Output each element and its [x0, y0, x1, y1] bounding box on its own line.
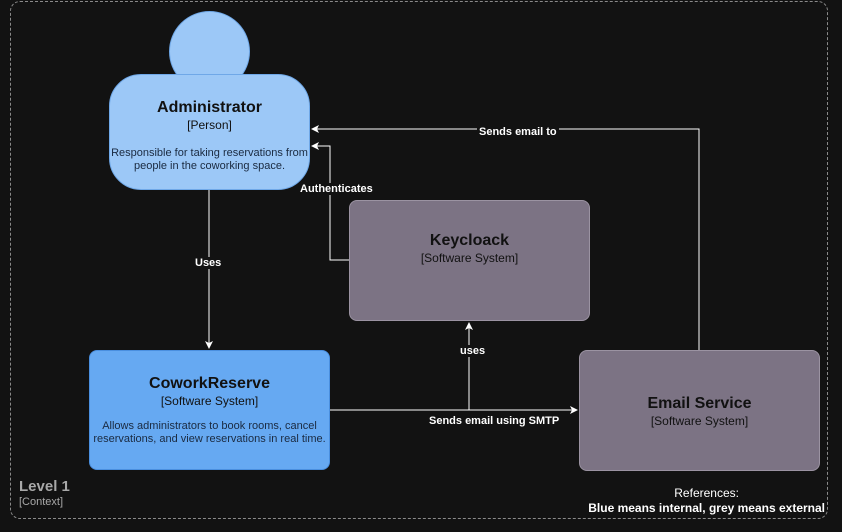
level-caption: Level 1 [Context] [19, 478, 70, 509]
system-boundary [10, 1, 828, 519]
references-legend: References: Blue means internal, grey me… [588, 486, 825, 516]
node-coworkreserve[interactable]: CoworkReserve [Software System] Allows a… [89, 350, 330, 470]
node-title: Administrator [157, 98, 262, 116]
node-kind: [Person] [187, 117, 232, 132]
edge-label-sends-email-to: Sends email to [477, 126, 559, 138]
node-kind: [Software System] [420, 250, 519, 265]
node-title: CoworkReserve [149, 375, 270, 392]
edge-label-uses-keycloak: uses [458, 345, 488, 357]
level-subtitle: [Context] [19, 496, 64, 508]
node-description: Responsible for taking reservations from… [111, 146, 308, 172]
node-kind: [Software System] [650, 413, 749, 428]
node-administrator[interactable]: Administrator [Person] Responsible for t… [109, 74, 310, 190]
level-title: Level 1 [19, 478, 70, 495]
node-keycloak[interactable]: Keycloack [Software System] [349, 200, 590, 321]
edge-label-authenticates: Authenticates [298, 183, 375, 195]
references-heading: References: [674, 486, 739, 500]
edge-email-to-admin[interactable] [311, 125, 700, 350]
node-title: Keycloack [429, 231, 510, 249]
node-title: Email Service [647, 394, 752, 412]
node-description: Allows administrators to book rooms, can… [93, 420, 326, 445]
edge-keycloak-to-admin[interactable] [311, 142, 349, 261]
references-text: Blue means internal, grey means external [588, 501, 825, 515]
edge-label-uses: Uses [193, 257, 224, 269]
node-kind: [Software System] [160, 394, 259, 408]
edge-label-smtp: Sends email using SMTP [427, 415, 562, 427]
node-email-service[interactable]: Email Service [Software System] [579, 350, 820, 471]
